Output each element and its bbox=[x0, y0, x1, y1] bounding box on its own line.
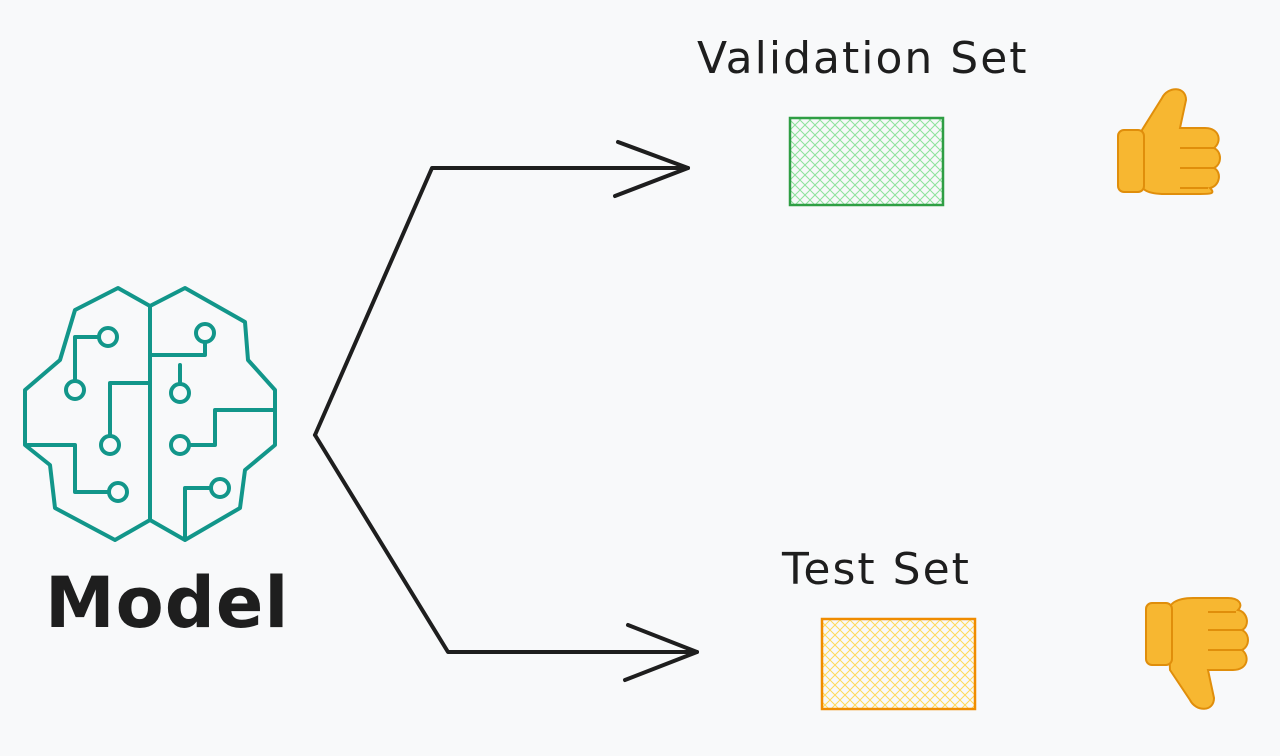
arrow-to-test bbox=[313, 433, 699, 682]
test-set-box bbox=[820, 617, 977, 711]
validation-set-label: Validation Set bbox=[697, 33, 1029, 84]
validation-set-box bbox=[788, 116, 945, 207]
arrow-to-validation bbox=[313, 140, 690, 437]
thumbs-down-icon bbox=[1145, 597, 1249, 710]
thumbs-up-icon bbox=[1117, 88, 1221, 195]
model-label: Model bbox=[45, 562, 289, 644]
brain-circuit-icon bbox=[23, 286, 277, 542]
test-set-label: Test Set bbox=[781, 544, 971, 595]
